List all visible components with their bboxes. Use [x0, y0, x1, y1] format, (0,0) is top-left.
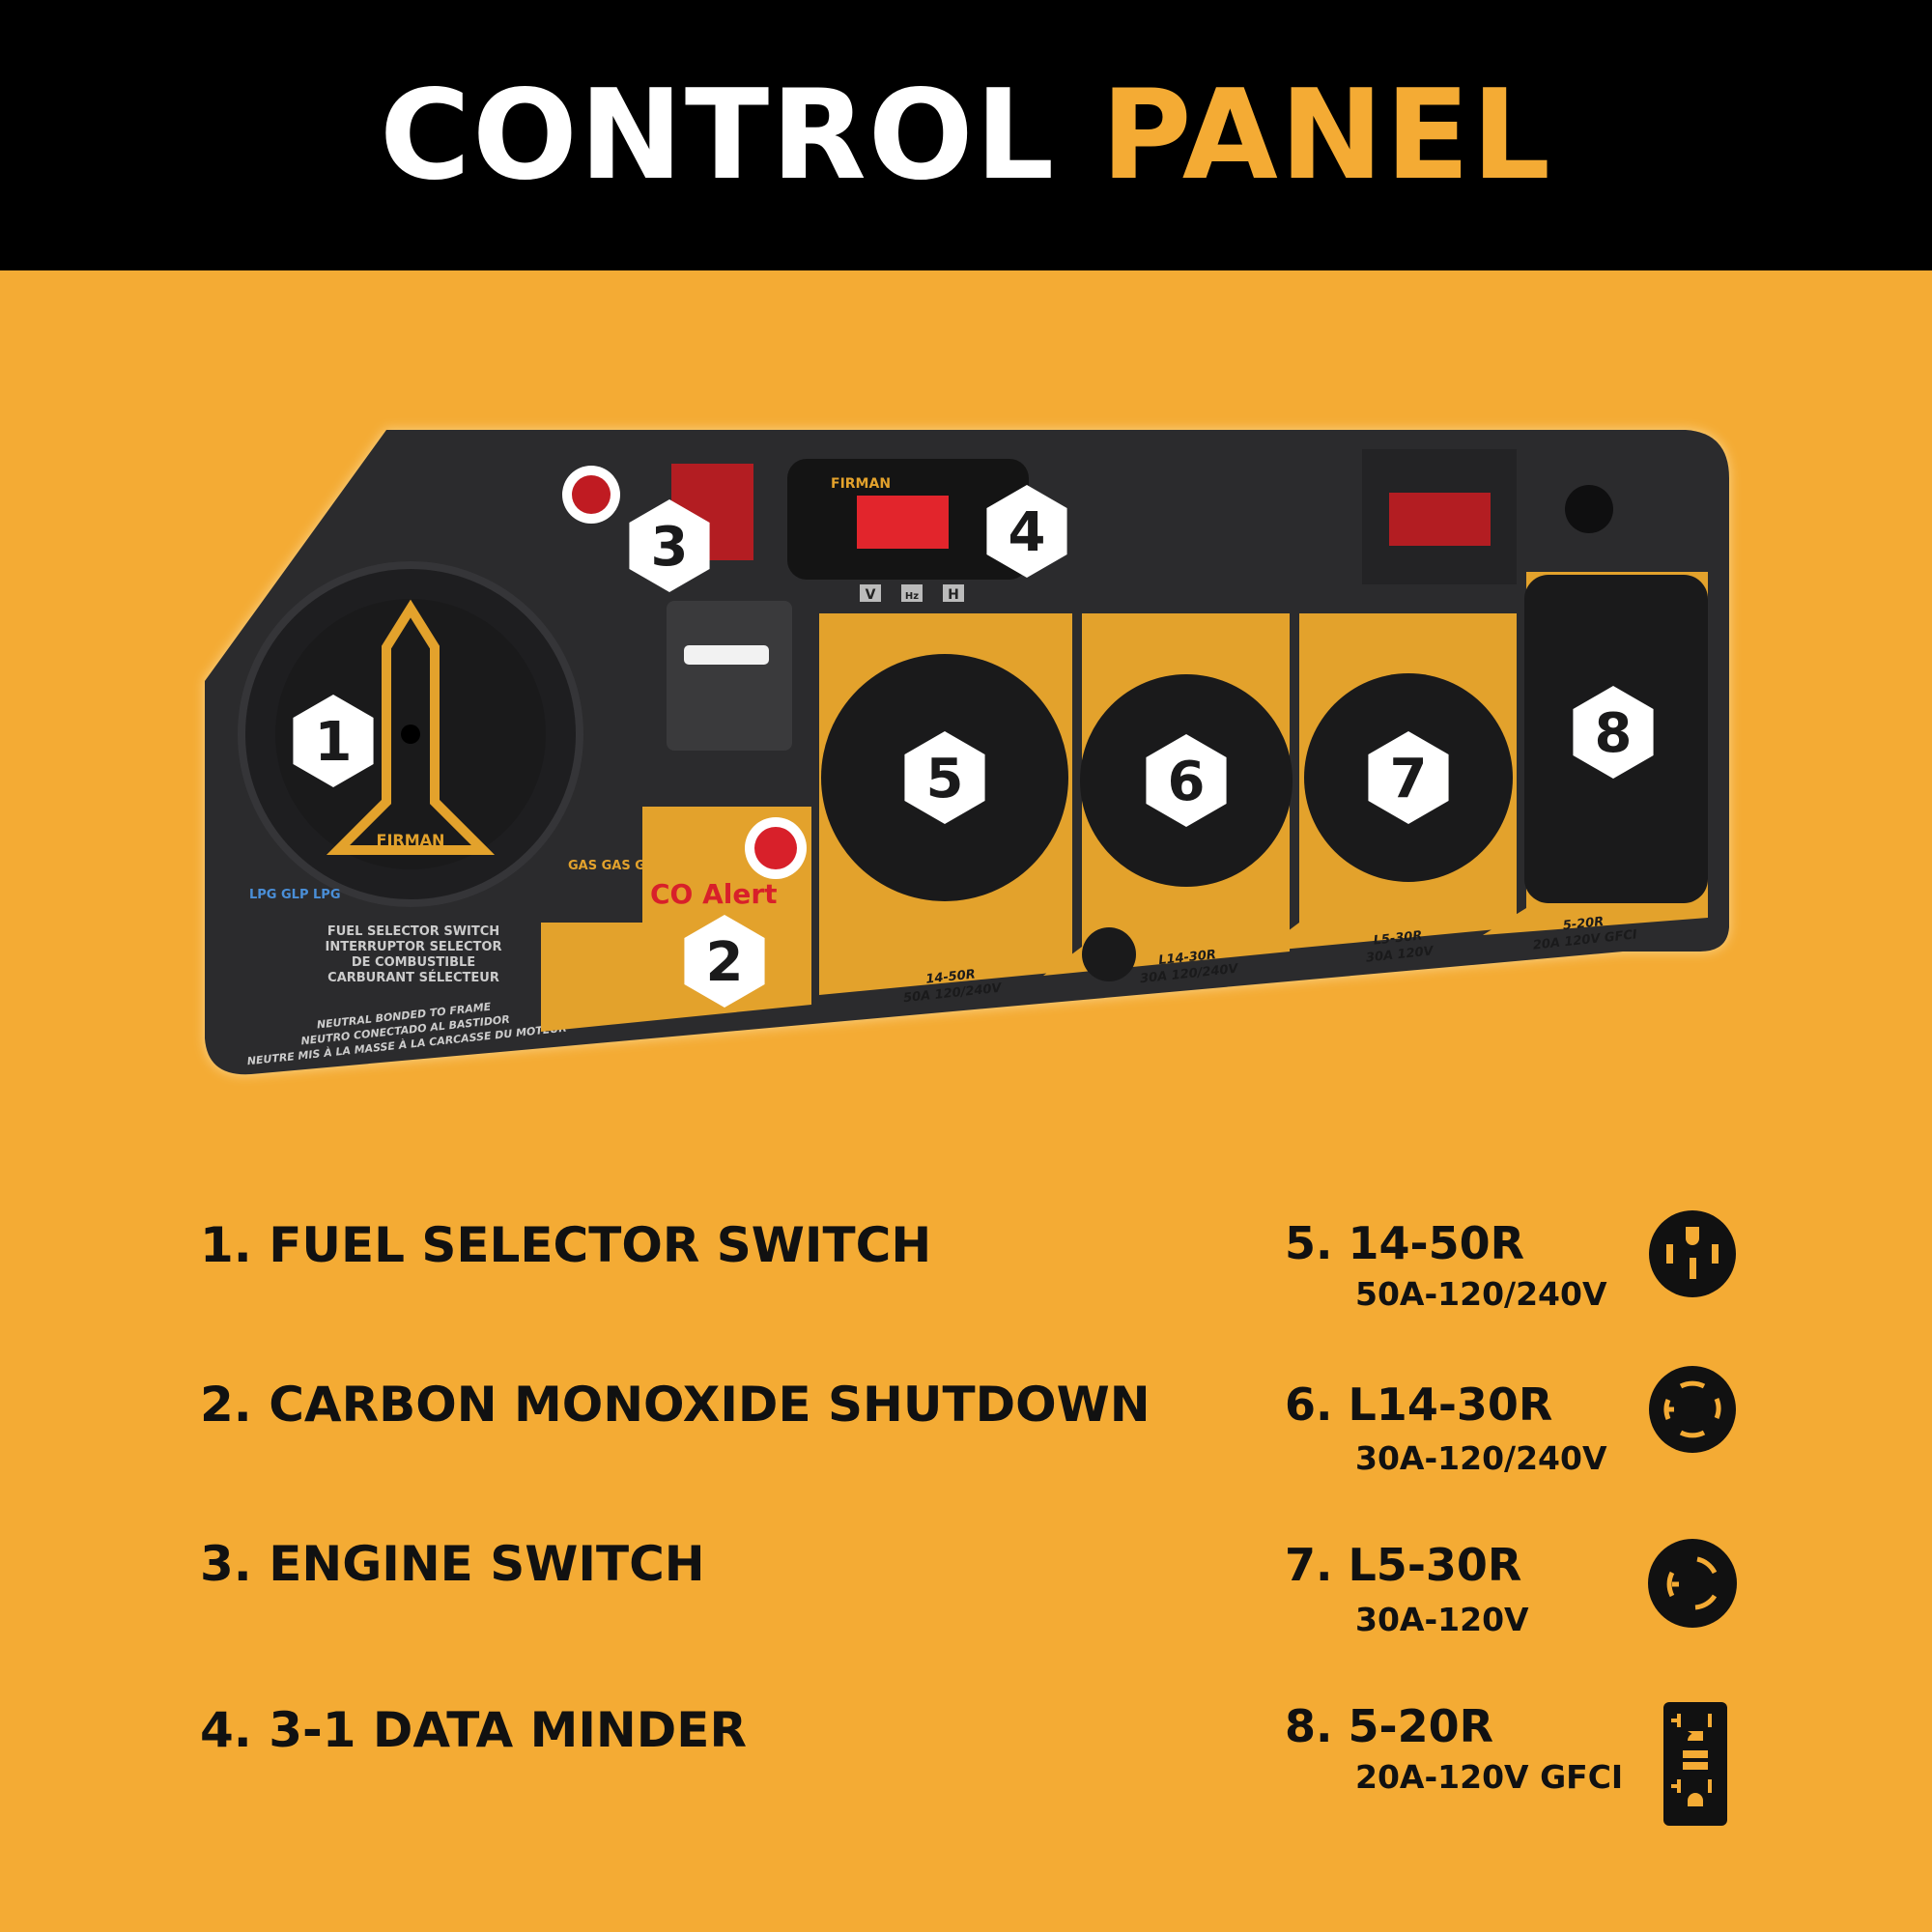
- badge-number: 5: [926, 748, 964, 810]
- nema-14-50-icon: [1649, 1210, 1736, 1297]
- svg-text:L5-30R: L5-30R: [1373, 928, 1423, 948]
- badge-5: 5: [904, 731, 985, 824]
- badge-6: 6: [1146, 734, 1227, 827]
- data-minder-brand: FIRMAN: [831, 476, 891, 492]
- ground-button: [1565, 485, 1613, 533]
- badge-number: 8: [1595, 702, 1633, 765]
- svg-text:L14-30R: L14-30R: [1158, 948, 1217, 968]
- svg-text:Hz: Hz: [905, 591, 919, 602]
- gfci-5-20-icon: [1663, 1702, 1727, 1826]
- page-title: CONTROL PANEL: [380, 64, 1552, 208]
- badge-8: 8: [1573, 686, 1654, 779]
- usb-port-cover: [667, 601, 792, 751]
- feature-label-2: 2. CARBON MONOXIDE SHUTDOWN: [200, 1377, 1151, 1433]
- gas-label: GAS GAS GAZ: [568, 859, 664, 873]
- svg-text:14-50R: 14-50R: [925, 967, 977, 986]
- fuel-selector-switch: FIRMAN: [238, 561, 583, 907]
- header-banner: CONTROL PANEL: [0, 0, 1932, 270]
- svg-text:CARBURANT SÉLECTEUR: CARBURANT SÉLECTEUR: [327, 970, 499, 985]
- outlet-rating-5: 50A-120/240V: [1355, 1275, 1607, 1313]
- outlet-rating-6: 30A-120/240V: [1355, 1439, 1607, 1477]
- hexagon-badge-shape: [629, 499, 710, 592]
- svg-text:5-20R: 5-20R: [1562, 915, 1605, 933]
- co-alert-logo: CO Alert: [650, 878, 778, 910]
- hexagon-badge-shape: [684, 915, 765, 1008]
- selector-brand: FIRMAN: [377, 831, 445, 849]
- svg-text:V: V: [866, 587, 876, 603]
- hexagon-badge-shape: [904, 731, 985, 824]
- nema-l14-30-icon: [1649, 1366, 1736, 1453]
- svg-text:INTERRUPTOR SELECTOR: INTERRUPTOR SELECTOR: [326, 940, 502, 954]
- svg-text:DE COMBUSTIBLE: DE COMBUSTIBLE: [352, 955, 475, 970]
- outlet-rating-8: 20A-120V GFCI: [1355, 1758, 1624, 1796]
- svg-text:30A 120V: 30A 120V: [1365, 944, 1435, 965]
- title-part-2: PANEL: [1100, 63, 1552, 208]
- nema-l5-30-icon: [1648, 1539, 1737, 1628]
- svg-text:FUEL SELECTOR SWITCH: FUEL SELECTOR SWITCH: [327, 924, 499, 939]
- outlet-rating-7: 30A-120V: [1355, 1601, 1529, 1638]
- badge-number: 3: [651, 516, 689, 579]
- svg-text:H: H: [948, 587, 959, 603]
- badge-3: 3: [629, 499, 710, 592]
- outlet-name-6: 6. L14-30R: [1285, 1378, 1553, 1431]
- outlet-name-5: 5. 14-50R: [1285, 1217, 1525, 1269]
- badge-number: 1: [315, 711, 353, 774]
- gfci-rocker: [1389, 493, 1491, 546]
- title-part-1: CONTROL: [380, 63, 1057, 208]
- hexagon-badge-shape: [293, 695, 374, 787]
- outlet-name-8: 8. 5-20R: [1285, 1700, 1494, 1752]
- feature-label-1: 1. FUEL SELECTOR SWITCH: [200, 1217, 932, 1273]
- outlet-name-7: 7. L5-30R: [1285, 1539, 1522, 1591]
- badge-number: 2: [706, 931, 744, 994]
- lpg-label: LPG GLP LPG: [249, 888, 341, 902]
- hexagon-badge-shape: [1573, 686, 1654, 779]
- badge-7: 7: [1368, 731, 1449, 824]
- display-keys: V Hz H: [860, 584, 964, 603]
- badge-4: 4: [986, 485, 1067, 578]
- badge-2: 2: [684, 915, 765, 1008]
- ground-terminal: [1082, 927, 1136, 981]
- badge-1: 1: [293, 695, 374, 787]
- badge-number: 4: [1009, 501, 1046, 564]
- feature-label-3: 3. ENGINE SWITCH: [200, 1536, 705, 1592]
- badge-number: 7: [1390, 748, 1428, 810]
- badge-number: 6: [1168, 751, 1206, 813]
- hexagon-badge-shape: [1146, 734, 1227, 827]
- feature-label-4: 4. 3-1 DATA MINDER: [200, 1702, 747, 1758]
- hexagon-badge-shape: [986, 485, 1067, 578]
- hexagon-badge-shape: [1368, 731, 1449, 824]
- fuel-selector-caption: FUEL SELECTOR SWITCH INTERRUPTOR SELECTO…: [326, 924, 502, 985]
